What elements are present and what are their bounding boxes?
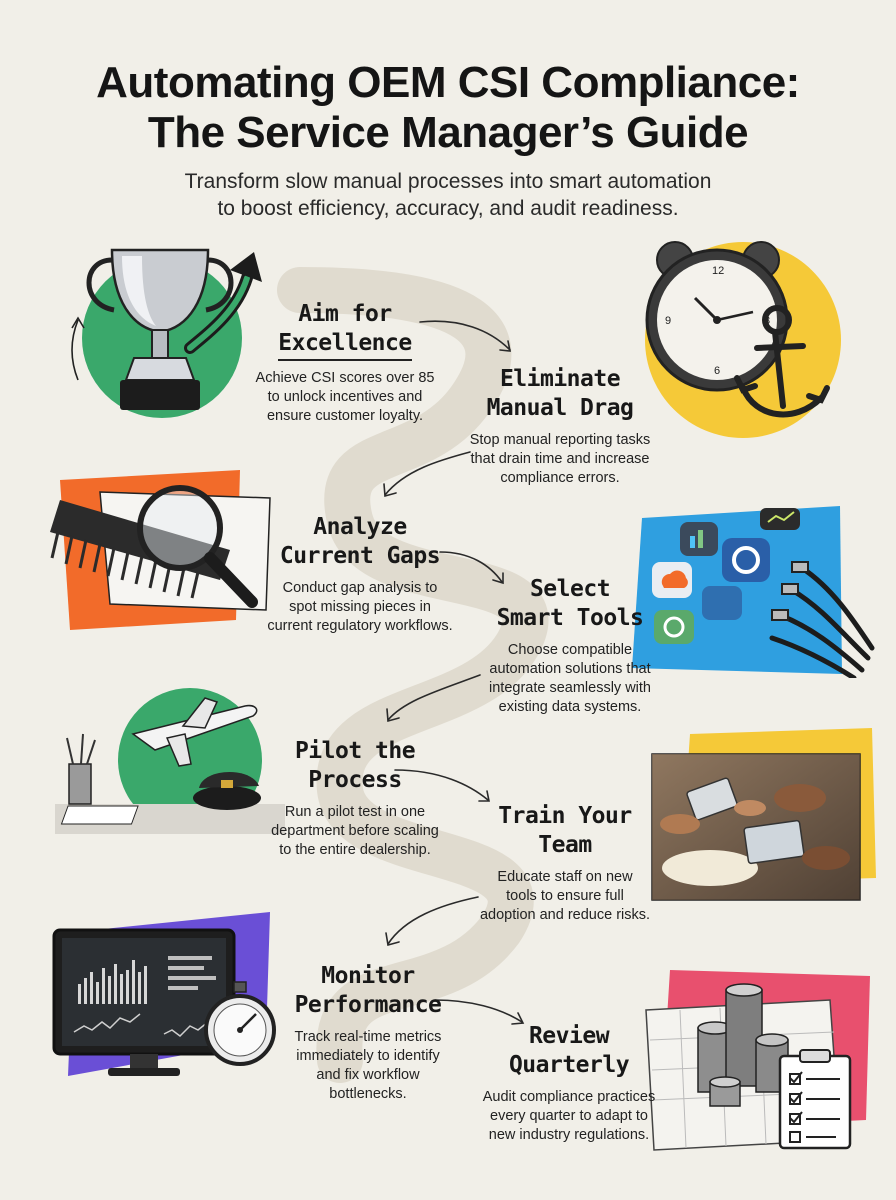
step-title: Aim for Excellence xyxy=(230,300,460,361)
checklist-icon xyxy=(778,1049,852,1150)
team-illustration xyxy=(651,728,876,901)
notepad xyxy=(60,805,139,825)
trophy-illustration xyxy=(71,248,262,418)
anchor-icon xyxy=(734,305,830,418)
review-illustration xyxy=(645,970,870,1151)
app-icons xyxy=(652,508,800,644)
up-arrow-icon xyxy=(184,252,262,354)
monitor-dashboard-icon xyxy=(52,928,236,1076)
stopwatch-icon xyxy=(204,981,276,1066)
comb-magnifier-illustration xyxy=(50,470,271,630)
trophy-icon xyxy=(86,248,234,410)
title-line-2: The Service Manager’s Guide xyxy=(147,108,749,157)
pilot-hat-icon xyxy=(193,771,261,810)
step-aim-for-excellence: Aim for Excellence Achieve CSI scores ov… xyxy=(230,300,460,426)
svg-text:6: 6 xyxy=(714,365,720,377)
airplane-icon xyxy=(131,697,258,767)
svg-text:9: 9 xyxy=(665,315,671,327)
title-line-1: Automating OEM CSI Compliance: xyxy=(96,58,800,107)
cables-icon xyxy=(769,561,875,678)
page-title: Automating OEM CSI Compliance: The Servi… xyxy=(0,58,896,158)
magnifier-icon xyxy=(137,485,258,608)
smart-tools-illustration xyxy=(632,506,875,678)
subtitle-line-1: Transform slow manual processes into sma… xyxy=(184,170,712,193)
page-subtitle: Transform slow manual processes into sma… xyxy=(0,168,896,222)
subtitle-line-2: to boost efficiency, accuracy, and audit… xyxy=(217,197,679,220)
team-photo xyxy=(651,753,861,901)
pen-holder-icon xyxy=(66,733,96,805)
svg-text:12: 12 xyxy=(712,265,724,277)
monitor-illustration xyxy=(52,912,276,1076)
pilot-illustration xyxy=(55,688,285,834)
